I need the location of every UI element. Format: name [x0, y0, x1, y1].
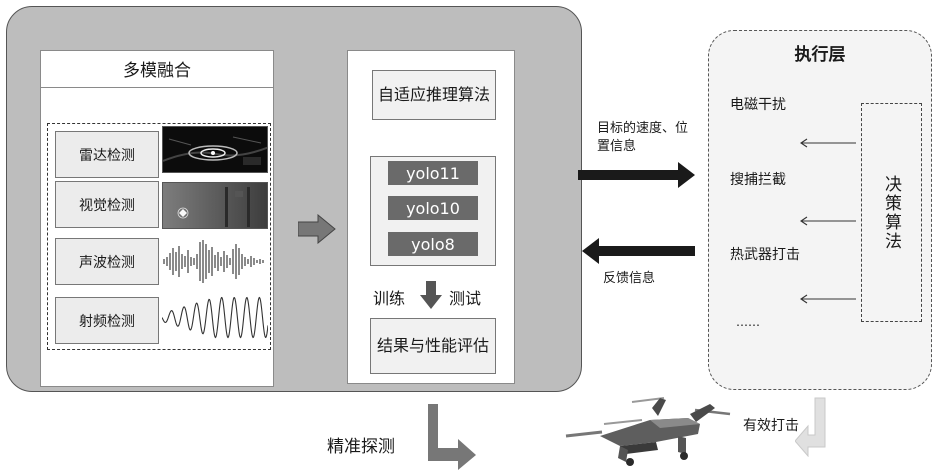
sensor-label-radar: 雷达检测	[55, 131, 159, 178]
sensor-label-acoustic: 声波检测	[55, 238, 159, 285]
train-label: 训练	[373, 289, 406, 308]
algorithm-title: 自适应推理算法	[372, 70, 496, 120]
drone-image	[560, 392, 740, 472]
down-arrow	[420, 281, 442, 313]
action-capture: 搜捕拦截	[730, 172, 786, 188]
radar-image	[162, 126, 268, 173]
feedback-arrow	[582, 238, 696, 268]
action-strike: 热武器打击	[730, 247, 800, 263]
sensor-group	[47, 123, 271, 350]
decision-algorithm-box: 决策算法	[861, 103, 922, 322]
feedback-label: 反馈信息	[603, 271, 656, 286]
sensor-label-visual: 视觉检测	[55, 181, 159, 228]
effective-strike-arrow	[794, 397, 835, 461]
action-emi: 电磁干扰	[730, 97, 786, 113]
model-yolo10: yolo10	[388, 196, 478, 220]
decision-arrow-1	[798, 133, 856, 152]
test-label: 测试	[449, 289, 482, 308]
effective-strike-label: 有效打击	[743, 418, 799, 434]
precise-detection-arrow	[428, 404, 478, 475]
precise-detection-label: 精准探测	[327, 437, 395, 457]
execution-panel	[708, 30, 932, 390]
arrow-to-execution	[578, 162, 696, 192]
fusion-title: 多模融合	[40, 50, 274, 88]
rf-wave-image	[162, 294, 268, 341]
decision-arrow-2	[798, 211, 856, 230]
fusion-to-algorithm-arrow	[297, 213, 336, 248]
decision-label: 决策算法	[881, 174, 901, 251]
model-yolo11: yolo11	[388, 161, 478, 185]
sensor-label-rf: 射频检测	[55, 297, 159, 344]
target-info-label: 目标的速度、位置信息	[597, 121, 689, 154]
decision-arrow-3	[798, 289, 856, 308]
execution-title: 执行层	[794, 45, 846, 65]
result-evaluation-box: 结果与性能评估	[370, 318, 496, 374]
acoustic-waveform-image	[162, 238, 268, 285]
action-more: ……	[736, 315, 760, 329]
model-yolo8: yolo8	[388, 232, 478, 256]
visual-image	[162, 182, 268, 229]
